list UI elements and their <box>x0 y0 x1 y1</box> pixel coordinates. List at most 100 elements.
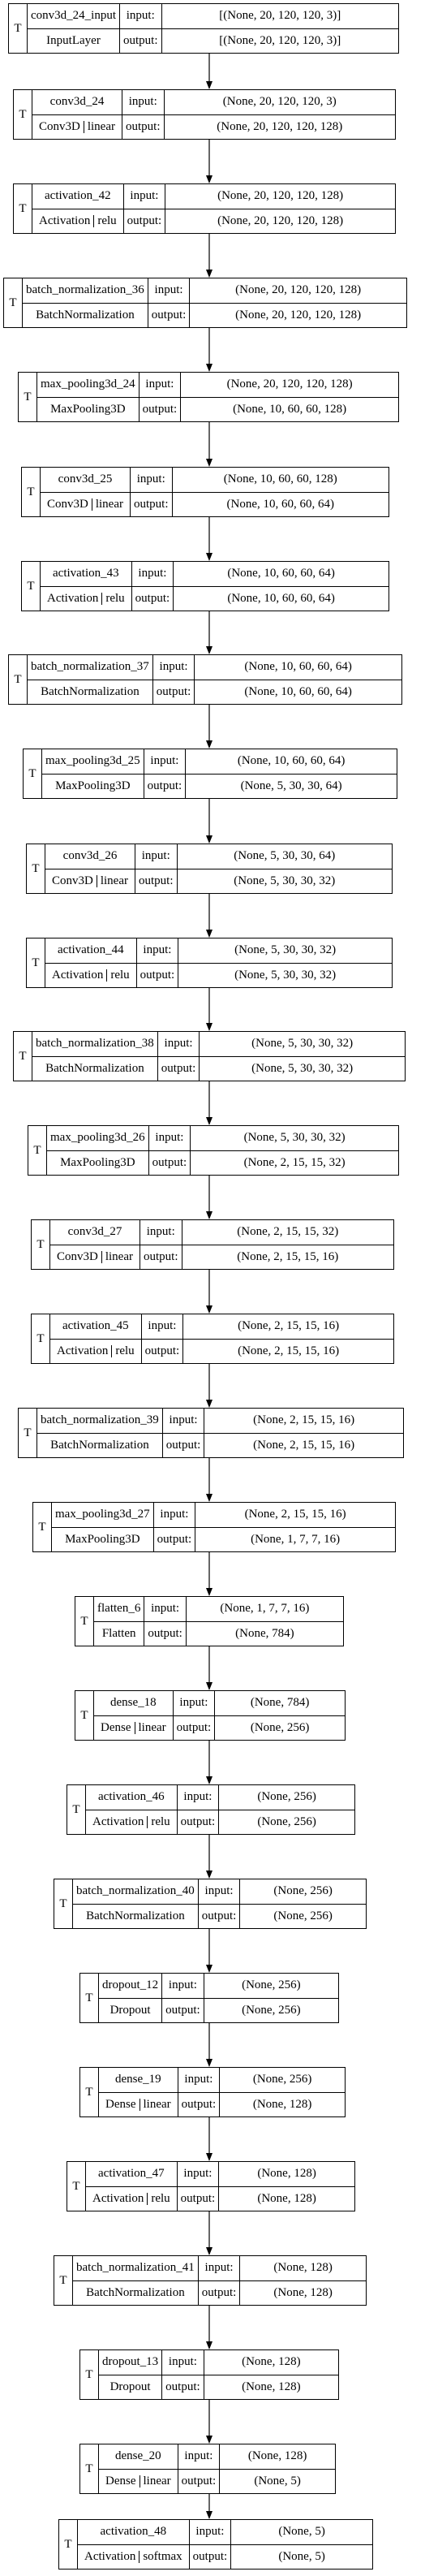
trainable-marker: T <box>54 1879 73 1928</box>
input-shape: (None, 5, 30, 30, 32) <box>200 1032 405 1057</box>
layer-class: Flatten <box>101 1626 136 1640</box>
input-shape: [(None, 20, 120, 120, 3)] <box>161 4 398 29</box>
output-shape: (None, 5, 30, 30, 32) <box>251 1061 354 1075</box>
layer-class: Activation <box>92 1814 144 1828</box>
arrow-head-icon <box>206 1305 212 1314</box>
layer-name: activation_47 <box>86 2162 177 2187</box>
input-shape: (None, 128) <box>204 2350 338 2375</box>
input-shape: (None, 5, 30, 30, 64) <box>177 844 392 869</box>
output-label: output: <box>147 779 182 792</box>
input-label: input: <box>120 4 161 29</box>
input-shape: (None, 2, 15, 15, 16) <box>204 1409 403 1434</box>
input-label: input: <box>189 2520 231 2545</box>
input-shape: (None, 256) <box>219 1785 354 1810</box>
layer-class: BatchNormalization <box>45 1061 144 1075</box>
layer-name: max_pooling3d_24 <box>37 373 139 398</box>
input-label: input: <box>141 1314 183 1340</box>
input-label: input: <box>157 1032 200 1057</box>
trainable-marker: T <box>54 2256 73 2305</box>
input-label: input: <box>139 373 181 398</box>
trainable-marker: T <box>19 373 37 421</box>
input-shape: (None, 10, 60, 60, 64) <box>195 655 401 680</box>
arrow-head-icon <box>206 2059 212 2067</box>
layer-class: Dense <box>105 2474 136 2488</box>
trainable-marker: T <box>80 2068 99 2116</box>
input-shape: (None, 2, 15, 15, 16) <box>183 1314 393 1340</box>
layer-name: activation_43 <box>41 562 131 587</box>
input-label: input: <box>198 2256 240 2281</box>
output-shape: (None, 2, 15, 15, 16) <box>237 1249 339 1263</box>
io-labels: input:output: <box>157 1032 200 1081</box>
io-shapes: (None, 10, 60, 60, 64)(None, 10, 60, 60,… <box>195 655 401 704</box>
output-shape: [(None, 20, 120, 120, 3)] <box>219 33 341 47</box>
input-label: input: <box>136 938 178 964</box>
output-label: output: <box>201 2285 237 2299</box>
layer-class: Activation <box>92 2191 144 2205</box>
layer-name: dropout_12 <box>99 1974 162 1999</box>
arrow-head-icon <box>206 81 212 89</box>
arrow-head-icon <box>206 1965 212 1973</box>
arrow-head-icon <box>206 270 212 278</box>
layer-class: Activation <box>39 214 91 227</box>
output-shape: (None, 128) <box>273 2285 333 2299</box>
output-shape: (None, 128) <box>257 2191 316 2205</box>
output-shape: (None, 256) <box>257 1814 316 1828</box>
output-shape: (None, 2, 15, 15, 16) <box>238 1344 340 1357</box>
output-label: output: <box>144 1249 178 1263</box>
input-label: input: <box>140 1220 182 1245</box>
layer-class: BatchNormalization <box>41 684 140 698</box>
output-label: output: <box>165 2003 200 2017</box>
output-shape: (None, 1, 7, 7, 16) <box>251 1532 341 1546</box>
input-shape: (None, 5) <box>231 2520 372 2545</box>
io-labels: input:output: <box>144 1597 187 1646</box>
layer-activation: relu <box>106 969 132 982</box>
input-label: input: <box>177 1785 219 1810</box>
layer-class: Dense <box>101 1720 131 1734</box>
trainable-marker: T <box>27 844 45 893</box>
output-label: output: <box>140 968 175 982</box>
output-shape: (None, 10, 60, 60, 64) <box>227 591 335 605</box>
arrow-head-icon <box>206 1023 212 1031</box>
layer-name: batch_normalization_41 <box>73 2256 198 2281</box>
input-shape: (None, 10, 60, 60, 64) <box>174 562 389 587</box>
input-shape: (None, 2, 15, 15, 16) <box>195 1503 395 1528</box>
input-shape: (None, 256) <box>240 1879 366 1905</box>
output-label: output: <box>152 1155 187 1169</box>
io-shapes: (None, 256)(None, 256) <box>240 1879 366 1928</box>
trainable-marker: T <box>80 2444 99 2493</box>
layer-class: BatchNormalization <box>86 2285 185 2299</box>
io-labels: input:output: <box>120 4 162 53</box>
output-label: output: <box>144 1344 180 1357</box>
input-shape: (None, 128) <box>220 2444 335 2470</box>
layer-name: batch_normalization_38 <box>32 1032 157 1057</box>
output-shape: (None, 20, 120, 120, 128) <box>217 119 343 133</box>
output-shape: (None, 5, 30, 30, 32) <box>234 968 337 982</box>
io-labels: input:output: <box>153 1503 196 1551</box>
output-label: output: <box>134 497 169 511</box>
arrow-head-icon <box>206 1494 212 1502</box>
output-label: output: <box>181 2474 217 2488</box>
io-labels: input:output: <box>144 749 187 798</box>
io-shapes: [(None, 20, 120, 120, 3)] [(None, 20, 120… <box>161 4 398 53</box>
layer-activation: relu <box>147 2192 173 2205</box>
